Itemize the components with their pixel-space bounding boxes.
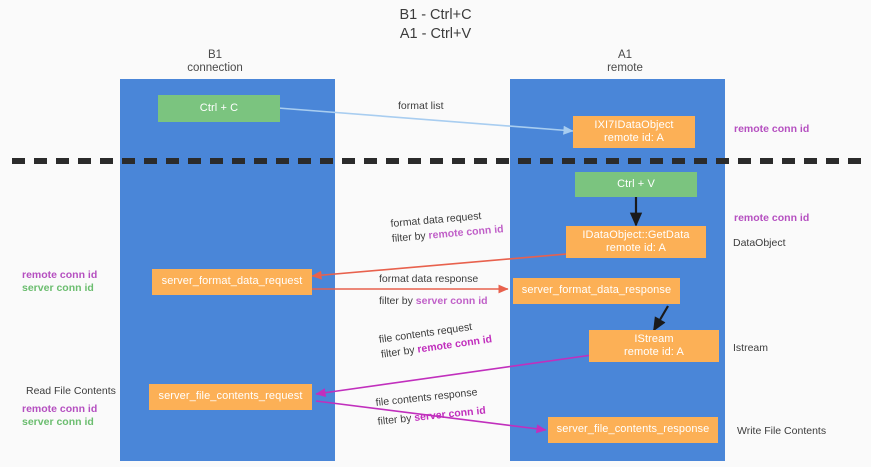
node-idataobject[interactable]: IXI7IDataObject remote id: A bbox=[573, 116, 695, 148]
node-server-format-data-request[interactable]: server_format_data_request bbox=[152, 269, 312, 295]
edge-label-file-contents-request: file contents request filter by remote c… bbox=[378, 317, 493, 362]
column-header-b1: B1 connection bbox=[145, 49, 285, 75]
node-server-format-data-response-label: server_format_data_response bbox=[521, 284, 672, 297]
column-header-a1-title: A1 bbox=[617, 49, 633, 61]
right-note-dataobject: DataObject bbox=[733, 237, 786, 249]
filter-by-value-4: server conn id bbox=[413, 404, 487, 424]
filter-by-prefix-2: filter by bbox=[379, 295, 416, 307]
left-note-read-file-contents: Read File Contents bbox=[26, 385, 116, 397]
edge-label-file-contents-response: file contents response filter by server … bbox=[375, 385, 487, 430]
left-note-server-conn-id-1: server conn id bbox=[22, 282, 94, 294]
node-idataobject-label: IXI7IDataObject bbox=[594, 118, 674, 131]
node-ctrl-v[interactable]: Ctrl + V bbox=[575, 172, 697, 197]
node-server-file-contents-request[interactable]: server_file_contents_request bbox=[149, 384, 312, 410]
node-ctrl-c[interactable]: Ctrl + C bbox=[158, 95, 280, 122]
node-ctrl-c-label: Ctrl + C bbox=[199, 101, 239, 114]
right-note-write-file-contents: Write File Contents bbox=[737, 425, 827, 437]
node-istream-label: IStream bbox=[634, 332, 674, 345]
node-istream-sub: remote id: A bbox=[624, 346, 684, 358]
node-server-file-contents-response-label: server_file_contents_response bbox=[556, 423, 710, 436]
edge-label-format-data-response-line2: filter by server conn id bbox=[379, 294, 488, 309]
title-line-1: B1 - Ctrl+C bbox=[399, 7, 472, 23]
column-header-a1-subtitle: remote bbox=[607, 62, 643, 74]
edge-label-format-data-request: format data request filter by remote con… bbox=[390, 207, 504, 247]
edge-label-format-list: format list bbox=[398, 99, 444, 114]
filter-by-prefix-4: filter by bbox=[377, 412, 415, 428]
filter-by-prefix-1: filter by bbox=[391, 229, 430, 245]
diagram-title: B1 - Ctrl+C A1 - Ctrl+V bbox=[0, 6, 871, 44]
node-server-file-contents-request-label: server_file_contents_request bbox=[158, 390, 303, 403]
edge-label-format-data-response: format data response filter by server co… bbox=[379, 272, 488, 309]
column-header-b1-title: B1 bbox=[207, 49, 223, 61]
right-note-istream: Istream bbox=[733, 342, 769, 354]
node-server-format-data-response[interactable]: server_format_data_response bbox=[513, 278, 680, 304]
left-note-remote-conn-id-1: remote conn id bbox=[22, 269, 98, 281]
edge-label-format-data-response-line1: format data response bbox=[379, 273, 479, 285]
node-idataobject-getdata-label: IDataObject::GetData bbox=[582, 228, 690, 241]
node-server-file-contents-response[interactable]: server_file_contents_response bbox=[548, 417, 718, 443]
node-istream[interactable]: IStream remote id: A bbox=[589, 330, 719, 362]
node-idataobject-getdata[interactable]: IDataObject::GetData remote id: A bbox=[566, 226, 706, 258]
node-idataobject-sub: remote id: A bbox=[604, 132, 664, 144]
column-header-a1: A1 remote bbox=[555, 49, 695, 75]
node-idataobject-getdata-sub: remote id: A bbox=[606, 242, 666, 254]
left-note-server-conn-id-2: server conn id bbox=[22, 416, 94, 428]
right-note-remote-conn-id-2: remote conn id bbox=[734, 212, 810, 224]
title-line-2: A1 - Ctrl+V bbox=[399, 26, 472, 42]
right-note-remote-conn-id-1: remote conn id bbox=[734, 123, 810, 135]
filter-by-prefix-3: filter by bbox=[380, 343, 419, 361]
left-note-remote-conn-id-2: remote conn id bbox=[22, 403, 98, 415]
edge-label-format-list-line1: format list bbox=[398, 100, 444, 112]
node-ctrl-v-label: Ctrl + V bbox=[617, 177, 655, 190]
column-header-b1-subtitle: connection bbox=[187, 62, 243, 74]
node-server-format-data-request-label: server_format_data_request bbox=[161, 275, 303, 288]
filter-by-value-2: server conn id bbox=[415, 295, 488, 307]
